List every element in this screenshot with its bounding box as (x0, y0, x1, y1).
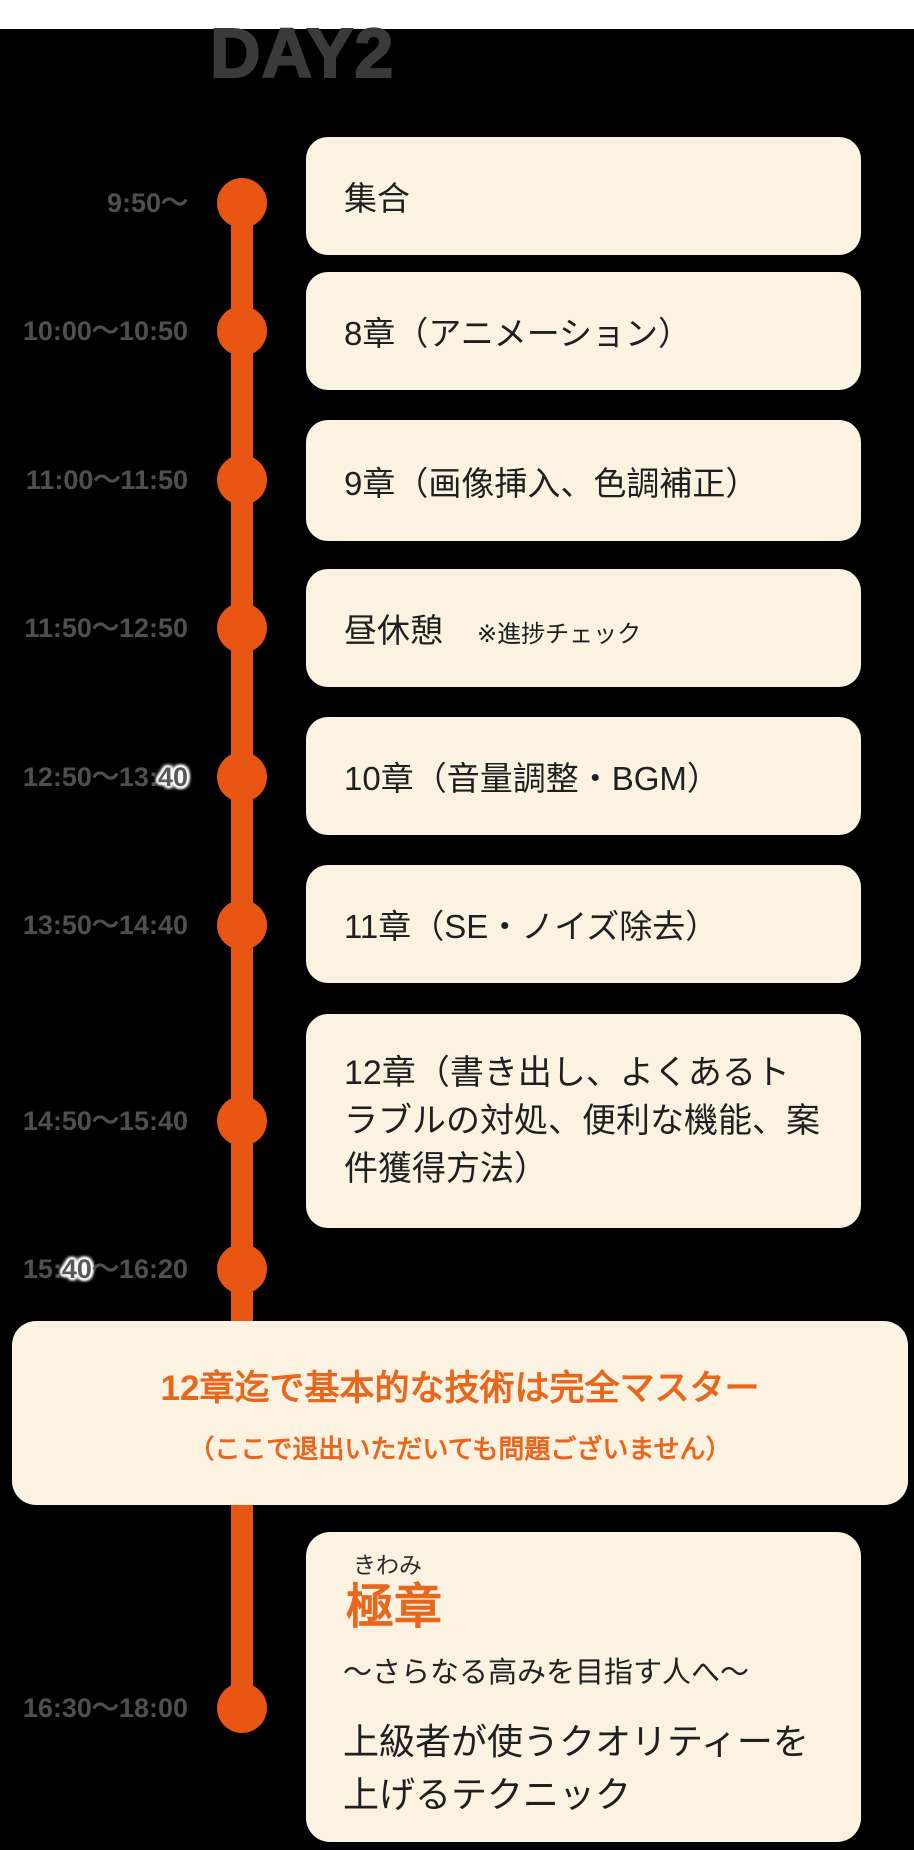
time-text-highlighted: 40 (61, 1254, 92, 1284)
banner-title: 12章迄で基本的な技術は完全マスター (160, 1369, 760, 1408)
page-title: DAY2 (209, 14, 395, 92)
timeline-dot (217, 752, 267, 802)
schedule-card: 11章（SE・ノイズ除去） (306, 865, 861, 983)
timeline-dot (217, 178, 267, 228)
card-title: 9章（画像挿入、色調補正） (344, 464, 759, 502)
final-chapter-description: 上級者が使うクオリティーを上げるテクニック (343, 1721, 809, 1815)
time-text: 16:30～18:00 (22, 1693, 188, 1723)
time-text-highlighted: 40 (157, 762, 188, 792)
final-chapter-card: きわみ 極章 ～さらなる高みを目指す人へ～ 上級者が使うクオリティーを上げるテク… (306, 1532, 861, 1842)
time-label: 14:50～15:40 (0, 1105, 188, 1137)
card-title: 11章（SE・ノイズ除去） (344, 908, 719, 945)
timeline-dot (217, 603, 267, 653)
time-text: 15: (22, 1254, 62, 1284)
timeline-dot (217, 1244, 267, 1294)
schedule-card: 12章（書き出し、よくあるトラブルの対処、便利な機能、案件獲得方法） (306, 1014, 861, 1228)
schedule-card: 集合 (306, 137, 861, 255)
card-title: 12章（書き出し、よくあるトラブルの対処、便利な機能、案件獲得方法） (344, 1053, 820, 1189)
timeline-dot (217, 1096, 267, 1146)
time-text: 12:50～13: (22, 762, 158, 792)
time-label: 11:50～12:50 (0, 612, 188, 644)
timeline-dot (217, 900, 267, 950)
time-label: 12:50～13:40 (0, 761, 188, 793)
banner-subtitle: （ここで退出いただいても問題ございません） (188, 1434, 732, 1464)
schedule-card: 9章（画像挿入、色調補正） (306, 420, 861, 541)
time-text: 11:50～12:50 (24, 613, 188, 643)
card-title: 昼休憩 (344, 612, 443, 649)
time-text: 14:50～15:40 (22, 1106, 188, 1136)
timeline-dot (217, 306, 267, 356)
top-white-strip (0, 0, 914, 29)
card-note: ※進捗チェック (477, 620, 642, 648)
schedule-card: 10章（音量調整・BGM） (306, 717, 861, 835)
time-text: 11:00～11:50 (25, 465, 188, 495)
final-chapter-subtitle: ～さらなる高みを目指す人へ～ (343, 1656, 750, 1689)
furigana-label: きわみ (353, 1552, 422, 1578)
time-label: 9:50～ (0, 187, 188, 219)
time-label: 13:50～14:40 (0, 909, 188, 941)
time-text: 9:50～ (106, 188, 188, 218)
schedule-card: 昼休憩 ※進捗チェック (306, 569, 861, 687)
card-title: 8章（アニメーション） (344, 315, 692, 352)
time-text: 13:50～14:40 (22, 910, 188, 940)
card-title: 10章（音量調整・BGM） (344, 760, 720, 797)
timeline-dot (217, 455, 267, 505)
time-label: 11:00～11:50 (0, 464, 188, 496)
card-title: 集合 (344, 180, 410, 217)
time-text: 10:00～10:50 (22, 316, 188, 346)
time-text: ～16:20 (91, 1254, 188, 1284)
time-label: 10:00～10:50 (0, 315, 188, 347)
time-label: 16:30～18:00 (0, 1692, 188, 1724)
milestone-banner: 12章迄で基本的な技術は完全マスター （ここで退出いただいても問題ございません） (12, 1321, 908, 1505)
final-chapter-title: 極章 (346, 1580, 443, 1634)
timeline-dot (217, 1683, 267, 1733)
time-label: 15:40～16:20 (0, 1253, 188, 1285)
schedule-card: 8章（アニメーション） (306, 272, 861, 390)
